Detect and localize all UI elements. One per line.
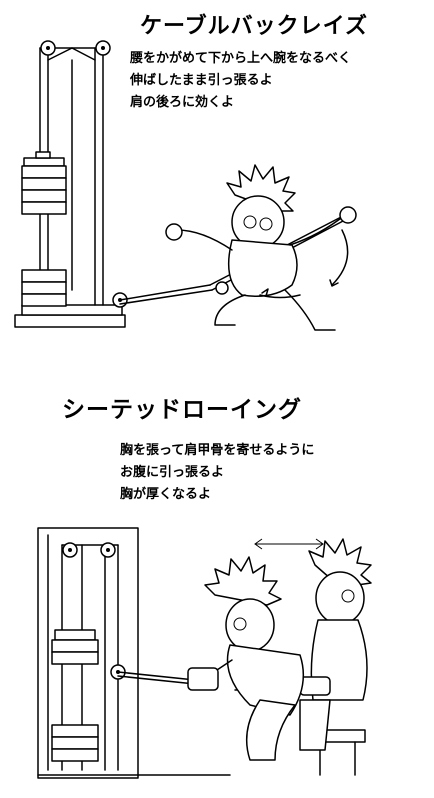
- person-cable-back-raise: [165, 164, 357, 331]
- person-rowing-start: [187, 556, 305, 761]
- person-rowing-end: [299, 538, 372, 751]
- description-line: 胸が厚くなるよ: [120, 487, 212, 502]
- description-line: 伸ばしたまま引っ張るよ: [130, 73, 273, 88]
- exercise-title-cable-back-raise: ケーブルバックレイズ: [140, 13, 369, 39]
- description-line: 胸を張って肩甲骨を寄せるように: [120, 443, 315, 458]
- description-line: お腹に引っ張るよ: [120, 465, 225, 480]
- exercise-description-cable-back-raise: 腰をかがめて下から上へ腕をなるべく 伸ばしたまま引っ張るよ 肩の後ろに効くよ: [130, 48, 351, 114]
- exercise-title-seated-rowing: シーテッドローイング: [62, 396, 302, 423]
- direction-arrow-icon: [254, 538, 324, 550]
- description-line: 肩の後ろに効くよ: [130, 95, 235, 110]
- cable-machine-illustration: [14, 40, 128, 328]
- description-line: 腰をかがめて下から上へ腕をなるべく: [130, 51, 352, 66]
- exercise-description-seated-rowing: 胸を張って肩甲骨を寄せるように お腹に引っ張るよ 胸が厚くなるよ: [120, 440, 314, 506]
